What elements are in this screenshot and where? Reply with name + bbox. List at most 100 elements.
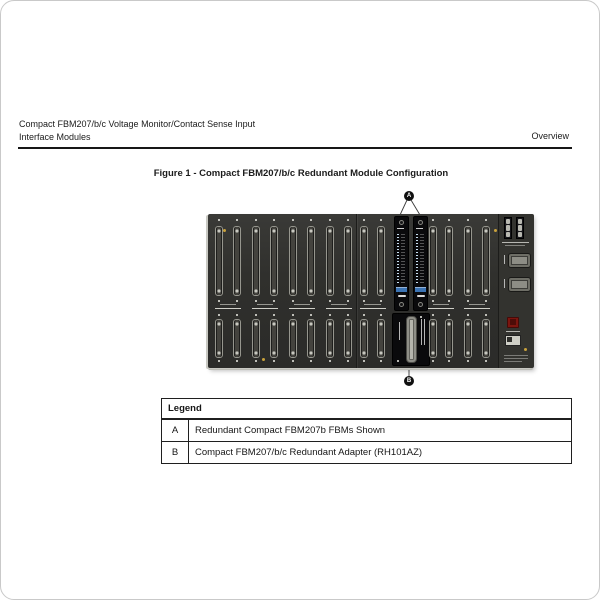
panel-label	[504, 358, 528, 359]
connector-slot	[307, 226, 315, 296]
running-header-title: Compact FBM207/b/c Voltage Monitor/Conta…	[19, 118, 255, 144]
panel-label	[505, 245, 525, 246]
screw-dot	[310, 360, 312, 362]
screw-dot	[485, 219, 487, 221]
screw-dot	[329, 300, 331, 302]
screw-dot	[380, 300, 382, 302]
connector-slot	[429, 226, 437, 296]
connector-slot	[215, 319, 223, 358]
screw-dot	[329, 360, 331, 362]
slot-pair-label	[464, 303, 490, 309]
fbm207b-module-left	[394, 216, 409, 311]
redundant-adapter-module	[392, 313, 430, 366]
connector-slot	[326, 319, 334, 358]
screw-dot	[448, 314, 450, 316]
adapter-connector	[406, 316, 417, 363]
panel-label	[504, 361, 522, 362]
connector-slot	[252, 226, 260, 296]
screw-dot	[236, 219, 238, 221]
connector-slot	[360, 226, 368, 296]
screw-dot	[380, 314, 382, 316]
fastener-icon	[418, 302, 423, 307]
screw-dot	[363, 300, 365, 302]
address-switch	[505, 335, 521, 346]
led-column	[416, 234, 418, 284]
screw-dot	[218, 300, 220, 302]
connector-slot	[233, 319, 241, 358]
screw-dot	[273, 300, 275, 302]
screw-dot	[236, 314, 238, 316]
screw-dot	[432, 314, 434, 316]
legend-key: B	[161, 441, 189, 464]
screw-dot	[485, 314, 487, 316]
screw-dot	[310, 219, 312, 221]
screw-dot	[329, 314, 331, 316]
adapter-id-label	[421, 319, 422, 345]
connector-slot	[464, 319, 472, 358]
legend-header-row: Legend	[161, 398, 572, 420]
legend-text: Compact FBM207/b/c Redundant Adapter (RH…	[188, 441, 572, 464]
indicator-dot	[262, 358, 265, 361]
connector-slot	[215, 226, 223, 296]
connector-slot	[445, 226, 453, 296]
fastener-icon	[399, 302, 404, 307]
screw-dot	[467, 314, 469, 316]
baseplate-seam	[356, 214, 357, 368]
led-labels	[420, 234, 424, 284]
connector-slot	[344, 226, 352, 296]
slot-pair-label	[326, 303, 352, 309]
screw-dot	[218, 360, 220, 362]
callout-lines	[399, 199, 421, 377]
screw-dot	[432, 360, 434, 362]
screw-dot	[347, 219, 349, 221]
screw-dot	[363, 314, 365, 316]
connector-slot	[233, 226, 241, 296]
screw-dot	[467, 219, 469, 221]
connector-slot	[307, 319, 315, 358]
brand-logo	[398, 295, 406, 297]
connector-slot	[445, 319, 453, 358]
module-top-label	[397, 228, 404, 229]
module-rack	[208, 214, 534, 368]
screw-dot	[420, 316, 422, 318]
indicator-dot	[494, 229, 497, 232]
panel-label	[504, 355, 528, 356]
brand-logo	[417, 295, 425, 297]
screw-dot	[363, 360, 365, 362]
screw-dot	[218, 314, 220, 316]
screw-dot	[255, 360, 257, 362]
connector-slot	[344, 319, 352, 358]
panel-label	[502, 242, 529, 243]
legend-row-b: B Compact FBM207/b/c Redundant Adapter (…	[161, 441, 572, 464]
baseplate-right-panel	[498, 214, 534, 368]
figure-caption: Figure 1 - Compact FBM207/b/c Redundant …	[153, 168, 449, 179]
slot-pair-label	[428, 303, 454, 309]
screw-dot	[485, 360, 487, 362]
fastener-icon	[418, 220, 423, 225]
slot-pair-label	[359, 303, 386, 309]
screw-dot	[448, 360, 450, 362]
screw-dot	[432, 219, 434, 221]
connector-slot	[482, 226, 490, 296]
screw-dot	[467, 300, 469, 302]
connector-slot	[429, 319, 437, 358]
legend-text: Redundant Compact FBM207b FBMs Shown	[188, 418, 572, 442]
screw-dot	[347, 300, 349, 302]
fbm207b-module-right	[413, 216, 428, 311]
screw-dot	[467, 360, 469, 362]
slot-pair-label	[289, 303, 315, 309]
screw-dot	[432, 300, 434, 302]
screw-dot	[380, 219, 382, 221]
connector-slot	[464, 226, 472, 296]
connector-slot	[326, 226, 334, 296]
connector-slot	[289, 319, 297, 358]
screw-dot	[292, 314, 294, 316]
connector-slot	[270, 226, 278, 296]
screw-dot	[292, 219, 294, 221]
screw-dot	[255, 219, 257, 221]
screw-dot	[347, 360, 349, 362]
screw-dot	[236, 360, 238, 362]
screw-dot	[255, 314, 257, 316]
screw-dot	[273, 314, 275, 316]
